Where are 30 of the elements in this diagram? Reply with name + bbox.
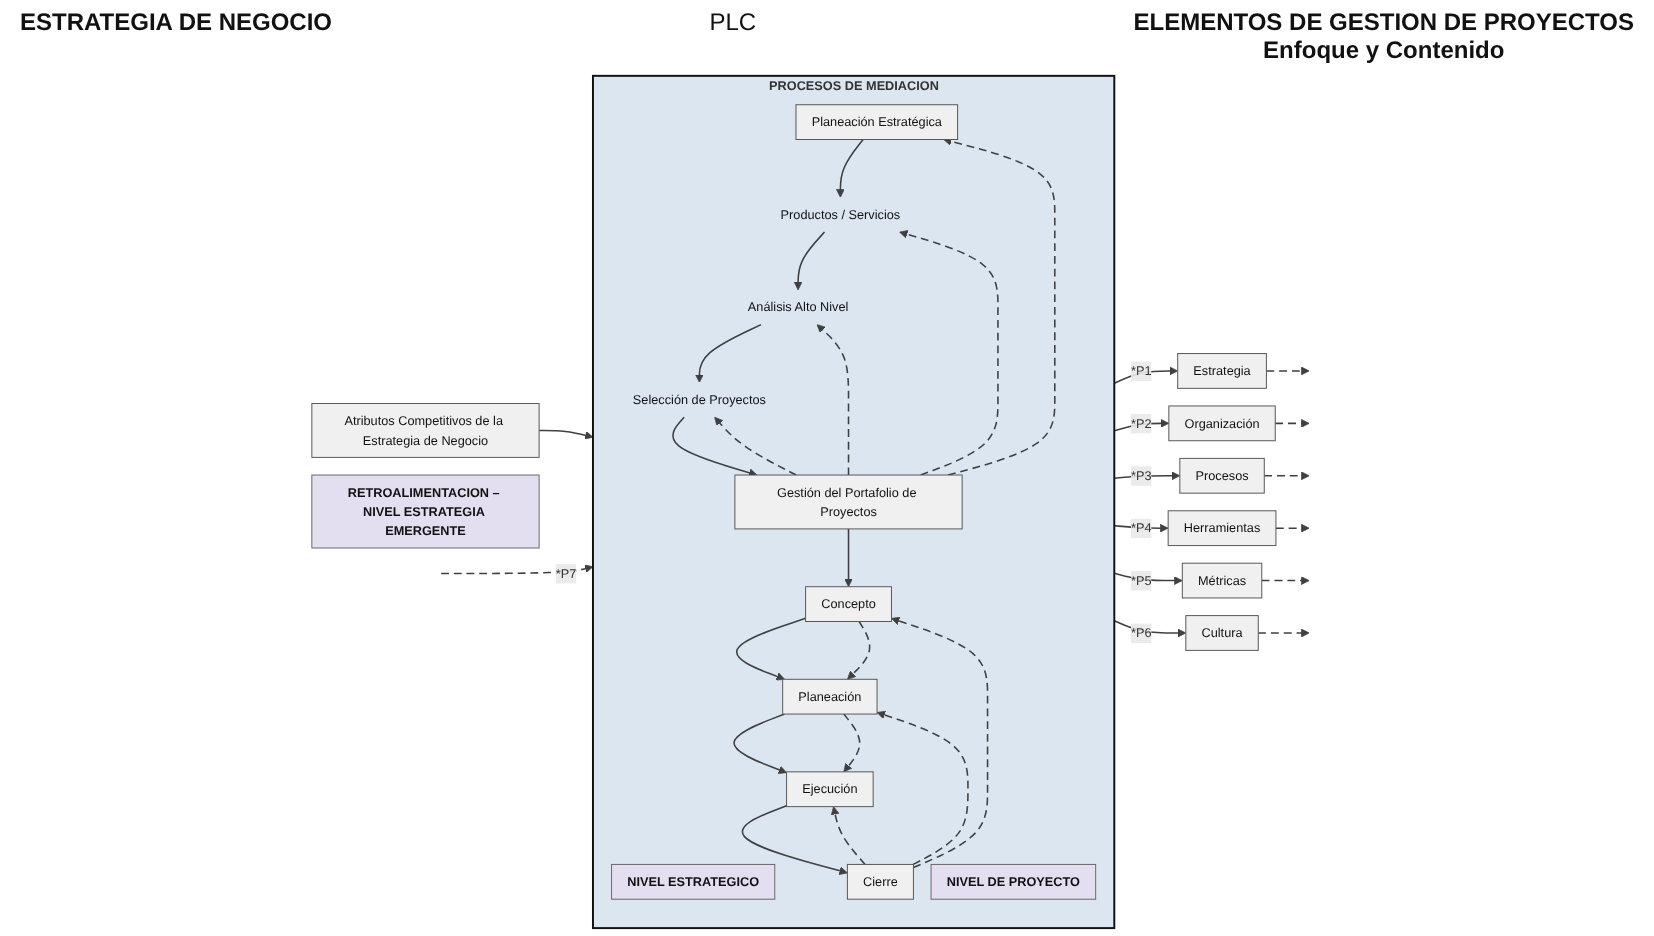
arrow [831, 806, 867, 866]
arrow [794, 231, 827, 291]
arrow [847, 620, 872, 680]
arrow [836, 138, 865, 198]
arrow [1261, 576, 1311, 585]
arrow [734, 713, 788, 774]
arrow [1264, 471, 1311, 481]
arrow [1114, 366, 1179, 385]
arrow [695, 323, 763, 383]
arrow [742, 805, 849, 876]
heading: Enfoque y Contenido [1263, 36, 1505, 64]
arrow [1258, 628, 1311, 638]
arrow [877, 710, 970, 866]
arrow [845, 528, 854, 588]
arrow [1275, 523, 1311, 533]
arrow [817, 324, 851, 476]
heading: ESTRATEGIA DE NEGOCIO [20, 8, 333, 36]
arrow [899, 230, 1000, 476]
arrow [1266, 366, 1311, 376]
heading: ELEMENTOS DE GESTION DE PROYECTOS [1133, 8, 1634, 36]
arrow [1275, 419, 1311, 428]
phase-label: PLC [709, 8, 757, 36]
arrow [715, 416, 798, 476]
arrow [843, 713, 862, 773]
arrow [673, 416, 759, 477]
arrow [891, 616, 990, 869]
arrow [441, 564, 595, 575]
arrow [736, 617, 808, 681]
arrow [539, 429, 595, 440]
arrow [944, 137, 1057, 476]
